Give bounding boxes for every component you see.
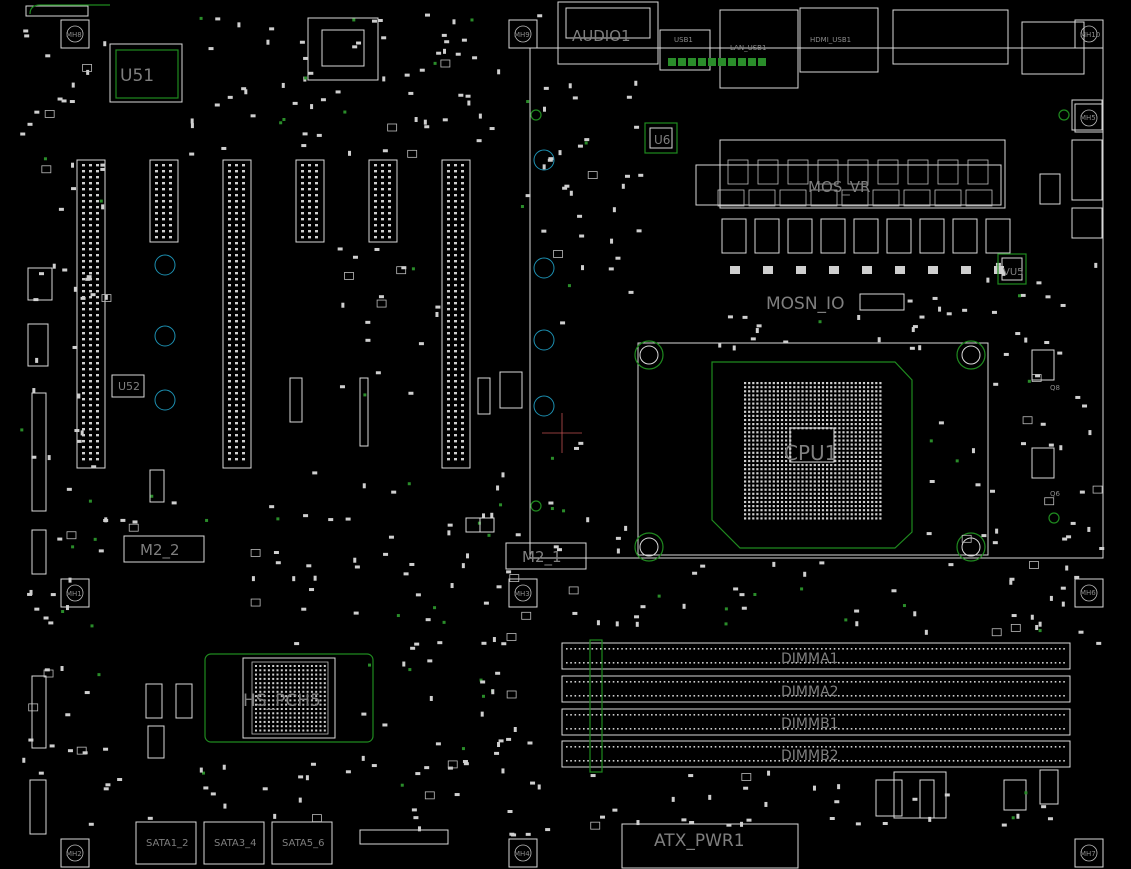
rear-io: [307, 1, 1085, 89]
label-mh6: MH6: [1080, 589, 1096, 597]
label-u51: U51: [120, 66, 154, 86]
label-mh3: MH3: [514, 590, 530, 598]
label-cpu1: CPU1: [784, 441, 837, 465]
label-sata5-6: SATA5_6: [282, 838, 325, 849]
label-mh10: MH10: [1080, 31, 1100, 39]
label-dimma1: DIMMA1: [781, 651, 839, 667]
label-mosn-io: MOSN_IO: [766, 294, 844, 314]
label-mh4: MH4: [514, 850, 530, 858]
cursor-crosshair: [542, 413, 582, 453]
small-ics: [25, 5, 1103, 835]
label-dimma2: DIMMA2: [781, 684, 839, 700]
label-q8: Q8: [1050, 384, 1060, 392]
label-mh8: MH8: [66, 31, 82, 39]
cpu-ball-grid: [744, 382, 882, 520]
label-mos-vr: MOS_VR: [808, 178, 870, 197]
label-q6: Q6: [1050, 490, 1061, 498]
label-mh2: MH2: [66, 850, 82, 858]
vias: [154, 109, 1070, 524]
label-u6: U6: [654, 133, 670, 147]
label-mh9: MH9: [514, 31, 530, 39]
label-mh5: MH5: [1080, 114, 1096, 122]
label-dimmb1: DIMMB1: [781, 716, 839, 732]
u51-chip: [109, 43, 183, 103]
board-outline: [529, 47, 1104, 559]
label-dimmb2: DIMMB2: [781, 748, 839, 764]
label-hdmi-usb1: HDMI_USB1: [810, 36, 851, 44]
cpu-socket: [634, 293, 986, 562]
label-m2-1: M2_1: [522, 548, 562, 567]
vrm: [668, 58, 1011, 274]
label-usb1: USB1: [674, 36, 693, 44]
label-mh1: MH1: [66, 590, 82, 598]
label-atx-pwr1: ATX_PWR1: [654, 831, 745, 851]
pcie-slots: [31, 159, 471, 512]
label-sata1-2: SATA1_2: [146, 838, 189, 849]
label-mh7: MH7: [1080, 850, 1096, 858]
dimm-slots: [561, 639, 1071, 773]
label-sata3-4: SATA3_4: [214, 838, 257, 849]
power-and-sata: [135, 771, 1027, 869]
mounting-holes: [60, 19, 1104, 868]
corner-marker: [29, 4, 110, 15]
label-lan-usb1: LAN_USB1: [730, 44, 766, 52]
m2-connectors: [123, 377, 587, 570]
label-vu5: VU5: [1003, 267, 1024, 278]
label-audio1: AUDIO1: [572, 27, 631, 45]
passive-components: [20, 13, 1105, 837]
label-u52: U52: [118, 380, 140, 393]
labels: U51 AUDIO1 MOSN_IO CPU1 M2_2 M2_1 HS_PCH…: [66, 27, 1100, 858]
label-hs-pch5: HS_PCH5: [243, 691, 321, 711]
label-m2-2: M2_2: [140, 541, 180, 560]
chipset-heatsink: [204, 653, 374, 743]
